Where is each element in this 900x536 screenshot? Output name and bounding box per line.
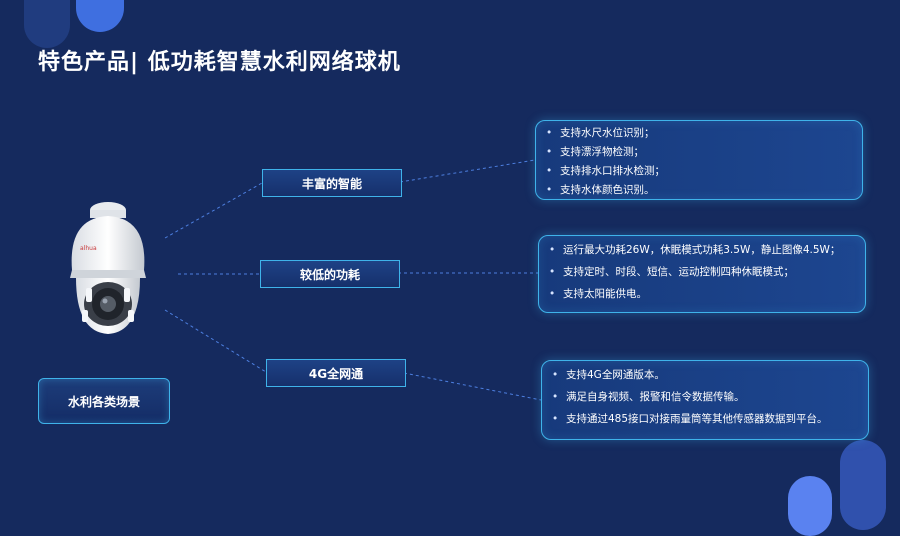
camera-brand-logo: alhua — [80, 245, 97, 252]
connector-lines — [164, 159, 542, 401]
feature-tag-4g[interactable]: 4G全网通 — [266, 359, 406, 387]
list-item: 支持水体颜色识别。 — [542, 181, 852, 200]
list-item: 支持太阳能供电。 — [545, 283, 855, 305]
list-item: 支持定时、时段、短信、运动控制四种休眠模式； — [545, 261, 855, 283]
connector-line — [164, 182, 263, 239]
list-item: 满足自身视频、报警和信令数据传输。 — [548, 386, 858, 408]
connector-line — [399, 159, 536, 183]
feature-card-intelligence: 支持水尺水位识别； 支持漂浮物检测； 支持排水口排水检测； 支持水体颜色识别。 — [535, 120, 863, 200]
list-item: 支持漂浮物检测； — [542, 143, 852, 162]
list-item: 支持水尺水位识别； — [542, 124, 852, 143]
feature-card-low-power: 运行最大功耗26W，休眠模式功耗3.5W，静止图像4.5W； 支持定时、时段、短… — [538, 235, 866, 313]
connector-line — [164, 309, 267, 373]
feature-card-4g: 支持4G全网通版本。 满足自身视频、报警和信令数据传输。 支持通过485接口对接… — [541, 360, 869, 440]
list-item: 支持4G全网通版本。 — [548, 364, 858, 386]
list-item: 运行最大功耗26W，休眠模式功耗3.5W，静止图像4.5W； — [545, 239, 855, 261]
page-title: 特色产品| 低功耗智慧水利网络球机 — [38, 50, 401, 75]
decor-pill — [24, 0, 70, 48]
scene-button[interactable]: 水利各类场景 — [38, 378, 170, 424]
feature-tag-low-power[interactable]: 较低的功耗 — [260, 260, 400, 288]
list-item: 支持排水口排水检测； — [542, 162, 852, 181]
connector-line — [403, 372, 542, 401]
camera-dome-icon: alhua — [70, 202, 146, 334]
list-item: 支持通过485接口对接雨量筒等其他传感器数据到平台。 — [548, 408, 858, 430]
feature-tag-intelligence[interactable]: 丰富的智能 — [262, 169, 402, 197]
